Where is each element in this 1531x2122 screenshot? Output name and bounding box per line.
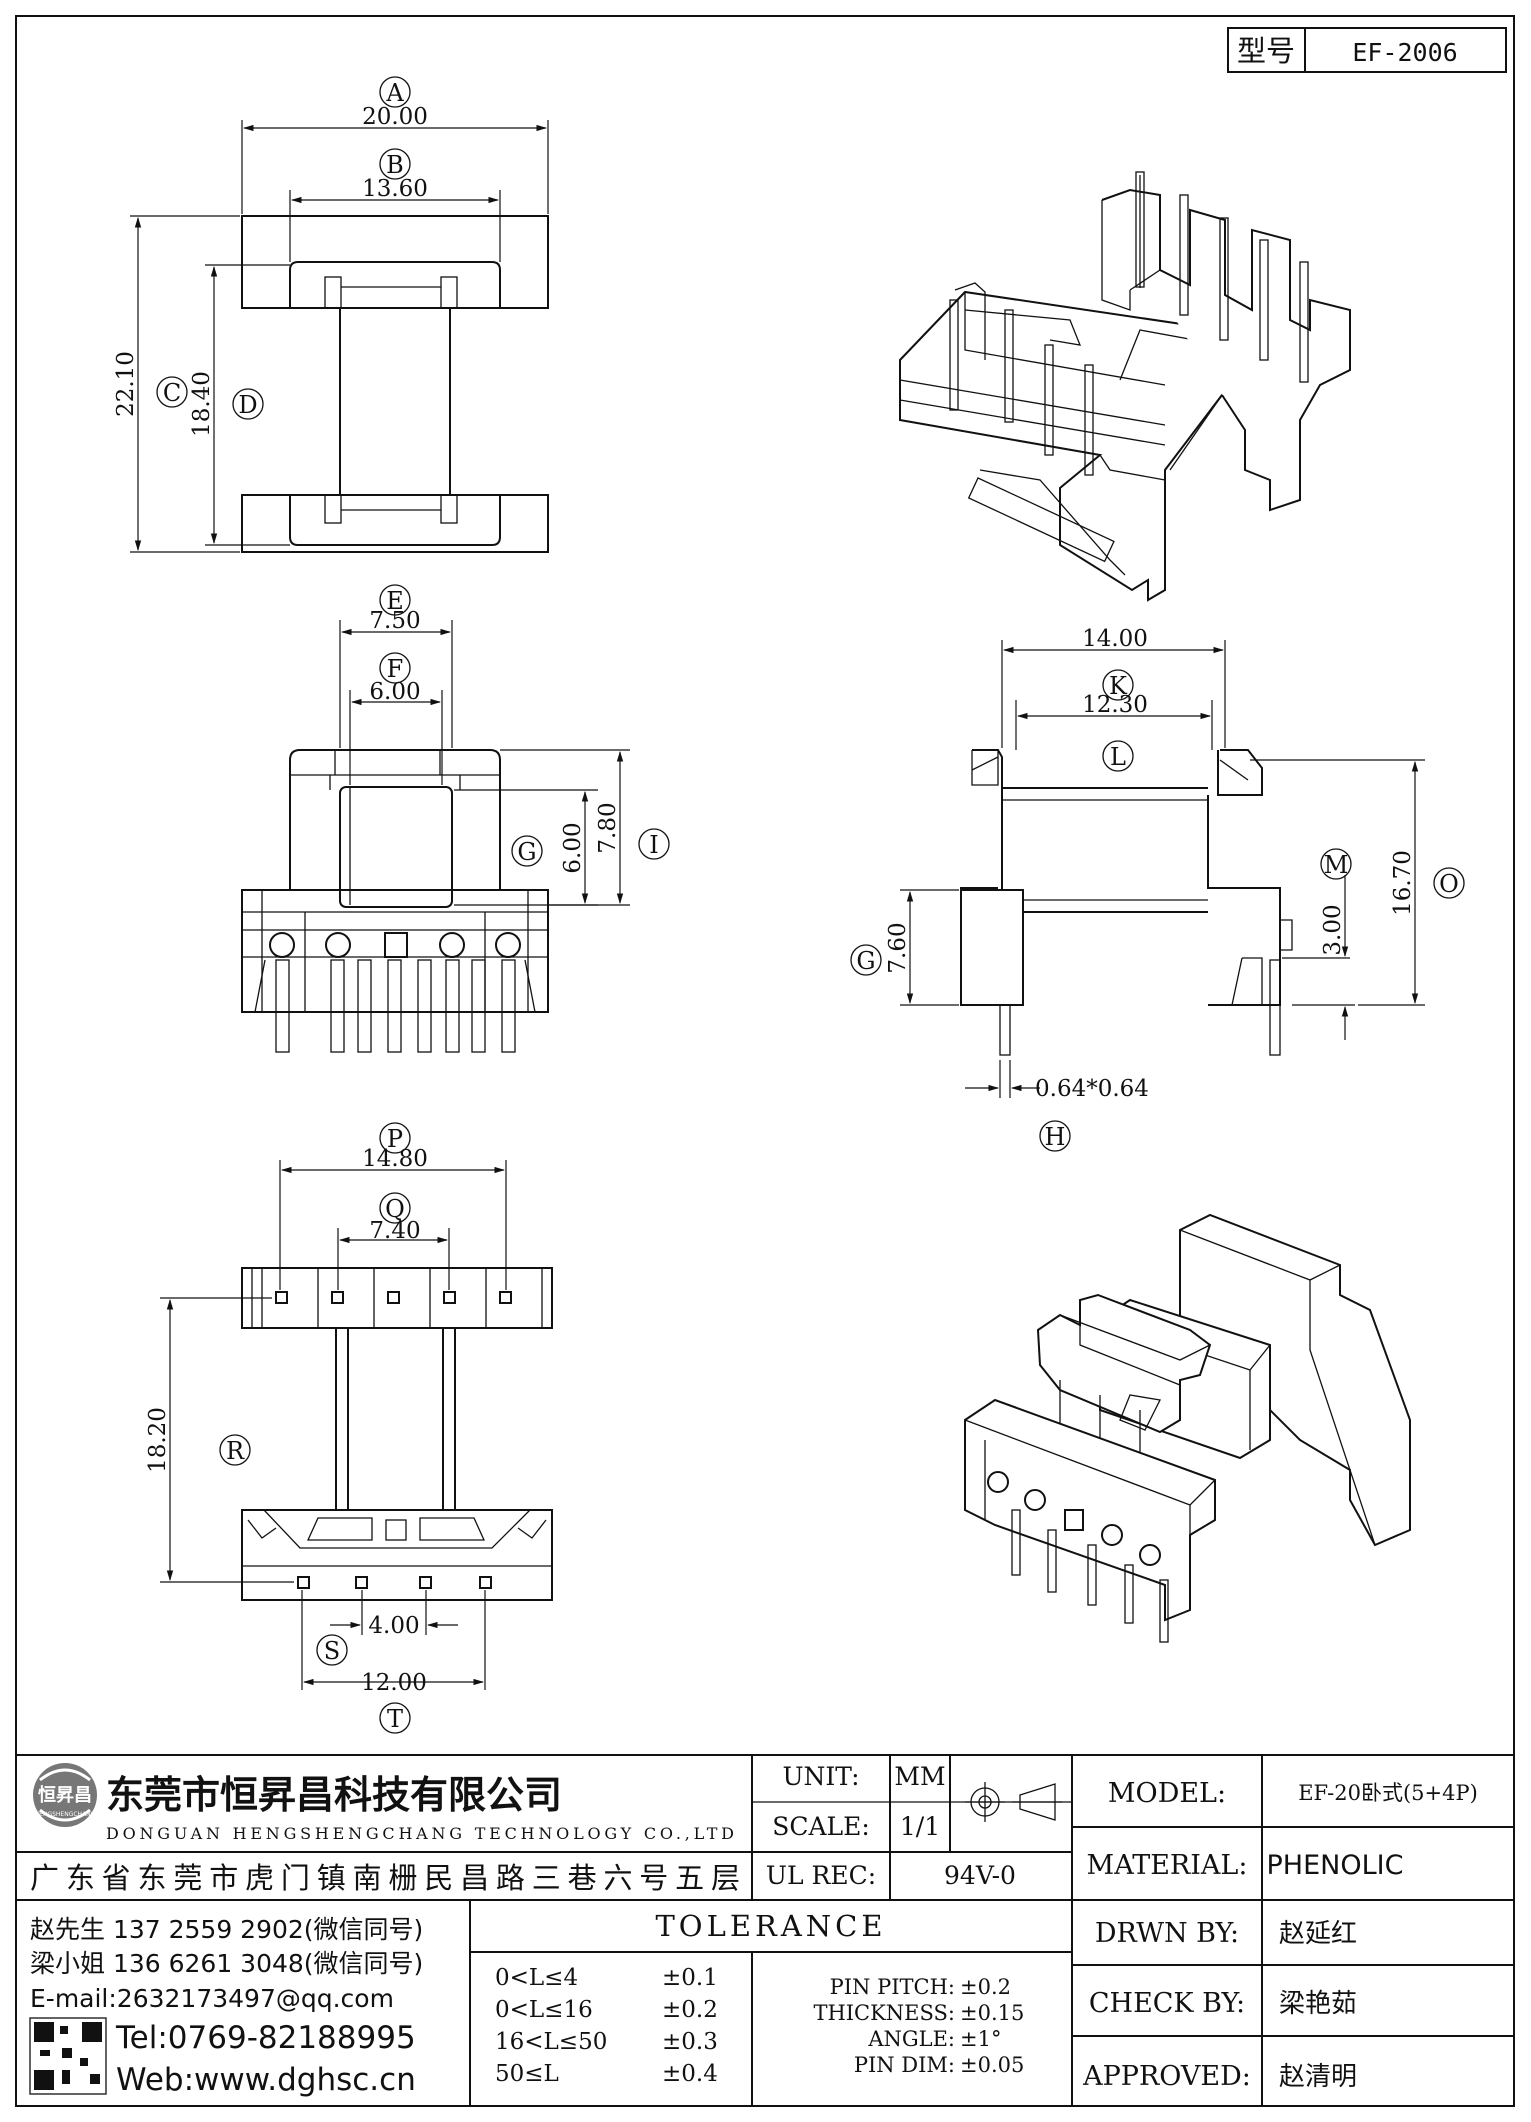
projection-symbol-icon — [965, 1782, 1062, 1822]
tol-value-3: ±0.4 — [662, 2061, 718, 2087]
dim-O-value: 16.70 — [1390, 850, 1416, 916]
unit-label: UNIT: — [782, 1762, 859, 1791]
material-label: MATERIAL: — [1087, 1850, 1248, 1881]
dim-H-value: 0.64*0.64 — [1035, 1076, 1149, 1102]
dim-D-value: 18.40 — [189, 371, 215, 437]
dim-C-letter: C — [163, 379, 181, 407]
dim-K-value: 14.00 — [1082, 626, 1148, 652]
tol-other-value-0: ±0.2 — [960, 1975, 1011, 1999]
tol-range-0: 0<L≤4 — [495, 1965, 578, 1991]
tol-range-3: 50≤L — [495, 2061, 559, 2087]
approved-value: 赵清明 — [1279, 2062, 1357, 2092]
contact-email: E-mail:2632173497@qq.com — [30, 1984, 394, 2013]
dim-F-value: 6.00 — [369, 679, 420, 705]
top-view: A 20.00 B 13.60 22.10 C 18.40 D — [113, 76, 549, 553]
dim-K-letter: K — [1109, 672, 1128, 700]
dim-G2-value: 7.60 — [885, 922, 911, 973]
company-logo-icon — [33, 1763, 97, 1827]
dim-M-letter: M — [1324, 851, 1349, 879]
dim-S-letter: S — [324, 1637, 340, 1665]
company-logo-subtext: HENGSHENGCHANG — [35, 1811, 96, 1818]
tol-range-1: 0<L≤16 — [495, 1997, 593, 2023]
dim-Q-value: 7.40 — [369, 1218, 420, 1244]
sheet-border — [15, 15, 1515, 2107]
tol-range-2: 16<L≤50 — [495, 2029, 607, 2055]
dim-Q-letter: Q — [385, 1195, 405, 1223]
tolerance-title: TOLERANCE — [655, 1909, 886, 1943]
drawn-by-label: DRWN BY: — [1095, 1918, 1239, 1949]
dim-A-letter: A — [385, 79, 404, 107]
contact-1: 赵先生 137 2559 2902(微信同号) — [30, 1915, 423, 1944]
dim-B-letter: B — [386, 151, 404, 179]
model-value: EF-20卧式(5+4P) — [1298, 1781, 1478, 1805]
approved-label: APPROVED: — [1082, 2061, 1251, 2092]
drawn-by-value: 赵延红 — [1279, 1919, 1357, 1949]
tol-value-1: ±0.2 — [662, 1997, 718, 2023]
dim-L-letter: L — [1110, 743, 1126, 771]
unit-value: MM — [894, 1762, 945, 1791]
tolerance-others: PIN PITCH: ±0.2 THICKNESS: ±0.15 ANGLE: … — [813, 1975, 1024, 2077]
isometric-view-top — [899, 171, 1351, 602]
material-value: PHENOLIC — [1267, 1850, 1404, 1881]
dim-R-letter: R — [226, 1437, 245, 1465]
dim-P-value: 14.80 — [362, 1146, 428, 1172]
dim-L-value: 12.30 — [1082, 692, 1148, 718]
model-number-value: EF-2006 — [1352, 38, 1457, 67]
dim-C-value: 22.10 — [113, 351, 139, 417]
dim-P-letter: P — [387, 1125, 403, 1153]
dim-T-value: 12.00 — [361, 1670, 427, 1696]
dim-E-value: 7.50 — [369, 608, 420, 634]
tol-value-0: ±0.1 — [662, 1965, 718, 1991]
tol-other-value-1: ±0.15 — [960, 2001, 1024, 2025]
tol-other-label-0: PIN PITCH: — [830, 1975, 955, 1999]
isometric-view-bottom — [964, 1213, 1411, 1643]
dim-E-letter: E — [386, 587, 404, 615]
tol-other-label-2: ANGLE: — [867, 2027, 955, 2051]
scale-value: 1/1 — [900, 1812, 940, 1841]
model-label: MODEL: — [1108, 1778, 1226, 1809]
dim-D-letter: D — [238, 391, 257, 419]
tol-other-label-1: THICKNESS: — [813, 2001, 955, 2025]
tol-other-value-3: ±0.05 — [960, 2053, 1024, 2077]
tolerance-ranges: 0<L≤4 ±0.1 0<L≤16 ±0.2 16<L≤50 ±0.3 50≤L… — [495, 1965, 718, 2087]
company-address: 广东省东莞市虎门镇南栅民昌路三巷六号五层 — [30, 1861, 740, 1895]
dim-G2-letter: G — [856, 947, 875, 975]
contact-web: Web:www.dghsc.cn — [116, 2062, 416, 2098]
dim-H-letter: H — [1045, 1123, 1066, 1151]
dim-G1-letter: G — [517, 838, 536, 866]
contact-tel: Tel:0769-82188995 — [115, 2020, 416, 2056]
company-name-en: DONGUAN HENGSHENGCHANG TECHNOLOGY CO.,LT… — [106, 1824, 734, 1843]
tol-other-value-2: ±1° — [960, 2027, 1001, 2051]
dim-T-letter: T — [387, 1705, 403, 1733]
ulrec-value: 94V-0 — [944, 1861, 1016, 1890]
tol-value-2: ±0.3 — [662, 2029, 718, 2055]
model-number-label: 型号 — [1237, 34, 1295, 68]
contact-2: 梁小姐 136 6261 3048(微信同号) — [30, 1949, 423, 1978]
qr-code-icon — [29, 2017, 107, 2095]
dim-M-value: 3.00 — [1320, 904, 1346, 955]
tol-other-label-3: PIN DIM: — [854, 2053, 955, 2077]
front-view: E 7.50 F 6.00 6.00 G 7.80 I — [241, 584, 670, 1053]
check-by-value: 梁艳茹 — [1279, 1989, 1357, 2019]
dim-B-value: 13.60 — [362, 176, 428, 202]
dim-F-letter: F — [387, 655, 404, 683]
dim-I-letter: I — [649, 831, 658, 859]
company-logo-text: 恒昇昌 — [38, 1784, 92, 1806]
dim-S-value: 4.00 — [368, 1613, 419, 1639]
bottom-view: P 14.80 Q 7.40 18.20 R 4.00 S 12.00 T — [145, 1122, 553, 1734]
ulrec-label: UL REC: — [766, 1861, 876, 1890]
check-by-label: CHECK BY: — [1089, 1988, 1245, 2019]
title-block: 恒昇昌 HENGSHENGCHANG 东莞市恒昇昌科技有限公司 DONGUAN … — [16, 1754, 1514, 2106]
dim-O-letter: O — [1439, 870, 1459, 898]
company-name-cn: 东莞市恒昇昌科技有限公司 — [106, 1773, 562, 1817]
side-view: 14.00 K 12.30 L 3.00 M 16.70 O 7.60 G — [850, 626, 1465, 1152]
dim-A-value: 20.00 — [362, 104, 428, 130]
model-number-box: 型号 EF-2006 — [1227, 27, 1507, 73]
dim-I-value: 7.80 — [595, 802, 621, 853]
dim-R-value: 18.20 — [145, 1407, 171, 1473]
scale-label: SCALE: — [772, 1812, 870, 1841]
dim-G1-value: 6.00 — [560, 822, 586, 873]
